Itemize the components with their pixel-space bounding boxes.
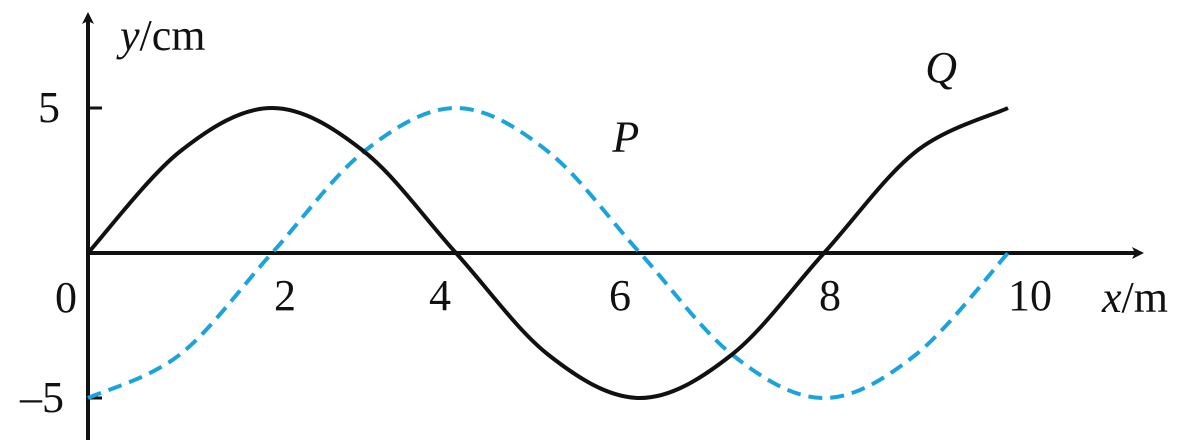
series-p-label: P <box>611 113 639 162</box>
x-tick-label-2: 2 <box>274 271 296 320</box>
x-tick-label-6: 6 <box>609 271 631 320</box>
origin-label: 0 <box>55 273 77 322</box>
series-q-wave <box>86 105 1009 401</box>
y-axis-label-unit: /cm <box>140 11 206 60</box>
series-q-label: Q <box>925 43 957 92</box>
x-tick-label-10: 10 <box>1008 271 1052 320</box>
x-axis-label: x/m <box>1101 273 1168 322</box>
y-tick-label-5: 5 <box>38 83 60 132</box>
y-tick-label-neg5: –5 <box>19 373 64 422</box>
y-axis-label: y/cm <box>116 11 206 60</box>
y-axis-label-var: y <box>116 11 140 60</box>
x-axis-label-unit: /m <box>1122 273 1168 322</box>
x-tick-label-4: 4 <box>429 271 451 320</box>
x-tick-label-8: 8 <box>819 271 841 320</box>
x-axis-label-var: x <box>1101 273 1122 322</box>
series-p-wave <box>87 105 1010 401</box>
